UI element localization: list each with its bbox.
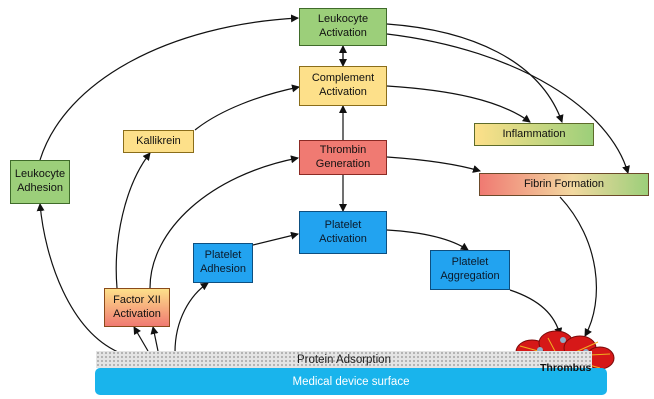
thrombus-label: Thrombus xyxy=(540,362,592,374)
node-platelet-activation: Platelet Activation xyxy=(299,211,387,254)
arrow-surface-to-factor-xii-b xyxy=(150,326,159,352)
arrow-factor-xii-to-kallikrein xyxy=(115,152,151,289)
node-complement-activation: Complement Activation xyxy=(299,66,387,106)
protein-adsorption-layer: Protein Adsorption xyxy=(96,351,592,368)
arrow-fibrin-to-thrombus xyxy=(559,196,598,337)
arrow-leukocyte-activation-to-fibrin xyxy=(386,33,630,174)
medical-device-surface: Medical device surface xyxy=(95,368,607,395)
arrow-surface-to-leukocyte-adhesion xyxy=(36,203,119,353)
arrow-platelet-adhesion-to-platelet-activation xyxy=(252,231,299,246)
arrow-leukocyte-activation-to-inflammation xyxy=(386,23,564,123)
node-kallikrein: Kallikrein xyxy=(123,130,194,153)
arrow-aggregation-to-thrombus xyxy=(509,289,563,336)
node-fibrin-formation: Fibrin Formation xyxy=(479,173,649,196)
arrow-leukocyte-adhesion-to-leukocyte-activation xyxy=(39,14,299,161)
protein-adsorption-label: Protein Adsorption xyxy=(297,353,391,366)
platelet xyxy=(560,337,566,343)
arrow-thrombin-to-fibrin xyxy=(386,156,481,173)
node-platelet-adhesion: Platelet Adhesion xyxy=(193,243,253,283)
node-leukocyte-adhesion: Leukocyte Adhesion xyxy=(10,160,70,204)
arrow-surface-to-platelet-adhesion xyxy=(174,282,209,353)
arrow-complement-to-inflammation xyxy=(386,85,531,123)
node-inflammation: Inflammation xyxy=(474,123,594,146)
node-thrombin-generation: Thrombin Generation xyxy=(299,140,387,175)
arrow-platelet-activation-to-aggregation xyxy=(386,229,469,251)
node-platelet-aggregation: Platelet Aggregation xyxy=(430,250,510,290)
arrow-surface-to-factor-xii-a xyxy=(133,326,149,352)
arrow-factor-xii-to-thrombin xyxy=(149,155,299,289)
node-factor-xii-activation: Factor XII Activation xyxy=(104,288,170,327)
node-leukocyte-activation: Leukocyte Activation xyxy=(299,8,387,46)
arrow-kallikrein-to-complement xyxy=(194,84,300,131)
medical-device-surface-label: Medical device surface xyxy=(292,375,410,388)
